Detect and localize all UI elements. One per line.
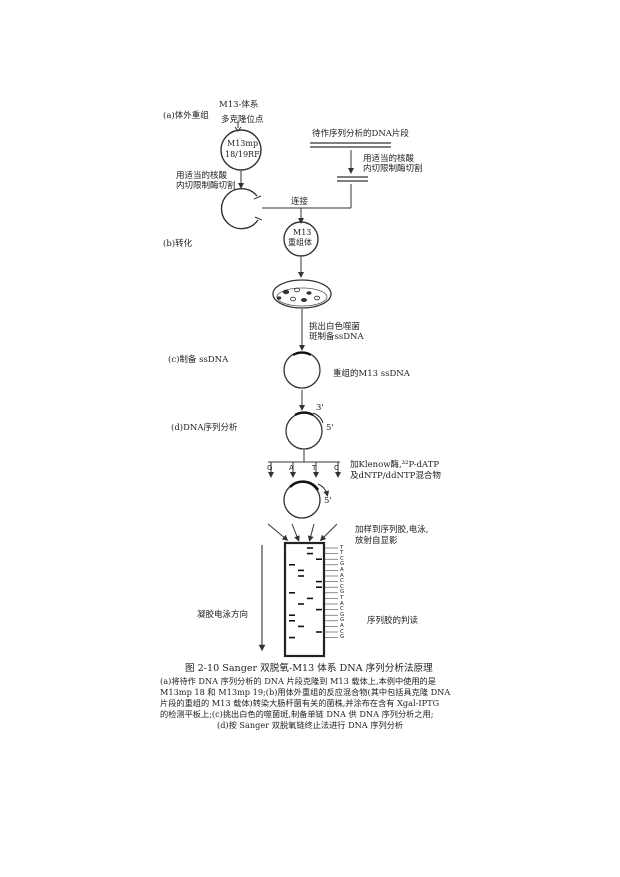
agar-plate bbox=[272, 279, 332, 309]
gel-band bbox=[289, 620, 295, 622]
caption-line-1: (a)将待作 DNA 序列分析的 DNA 片段克隆到 M13 载体上,本例中使用… bbox=[160, 676, 436, 686]
sequence-base: G bbox=[340, 634, 345, 641]
gel-band bbox=[316, 608, 322, 611]
klenow-line2: 及dNTP/ddNTP混合物 bbox=[350, 471, 441, 481]
gel-band bbox=[316, 580, 322, 583]
primer-5-prime-label: 5' bbox=[326, 423, 334, 433]
digest-right-line2: 内切限制酶切割 bbox=[363, 164, 423, 174]
pick-plaque-line1: 挑出白色噬菌 bbox=[309, 322, 361, 332]
sequence-base: G bbox=[340, 561, 345, 568]
step-c-label: (c)制备 ssDNA bbox=[168, 355, 229, 365]
sequence-base: T bbox=[340, 594, 344, 601]
primer-3-prime-label: 3' bbox=[316, 403, 324, 413]
sequence-base: G bbox=[340, 589, 345, 596]
caption-line-4: 的检测平板上;(c)挑出白色的噬菌斑,制备单链 DNA 供 DNA 序列分析之用… bbox=[160, 709, 434, 719]
digest-right-line1: 用适当的核酸 bbox=[363, 154, 415, 164]
gel-tick-lines bbox=[325, 547, 338, 638]
primed-ssdna-circle bbox=[285, 412, 323, 450]
fragment-label: 待作序列分析的DNA片段 bbox=[312, 129, 409, 139]
sequence-base: C bbox=[340, 606, 344, 613]
gel-band bbox=[298, 569, 304, 572]
digest-left-line1: 用适当的核酸 bbox=[176, 171, 228, 181]
caption-line-2: M13mp 18 和 M13mp 19;(b)用体外重组的反应混合物(其中包括具… bbox=[160, 687, 451, 697]
sequence-base: C bbox=[340, 628, 344, 635]
gel-band bbox=[307, 597, 313, 600]
sequencing-gel bbox=[283, 541, 326, 658]
gel-bands bbox=[289, 547, 322, 639]
extension-5-prime-label: 5' bbox=[324, 496, 332, 506]
step-d-label: (d)DNA序列分析 bbox=[171, 423, 238, 433]
gel-band bbox=[316, 631, 322, 633]
caption-line-5: (d)按 Sanger 双脱氧链终止法进行 DNA 序列分析 bbox=[217, 720, 404, 730]
gel-band bbox=[289, 592, 295, 594]
sequence-base: A bbox=[340, 572, 344, 579]
sequence-base: T bbox=[340, 550, 344, 557]
m13-recombinant-circle bbox=[283, 221, 319, 257]
gel-band bbox=[307, 547, 313, 549]
gel-reading-label: 序列胶的判读 bbox=[367, 616, 419, 626]
sequence-base: A bbox=[340, 566, 344, 573]
step-a-label: (a)体外重组 bbox=[163, 111, 209, 121]
vector-name-line2: 18/19RF bbox=[225, 150, 260, 159]
step-b-label: (b)转化 bbox=[163, 239, 193, 249]
digest-left-line2: 内切限制酶切割 bbox=[176, 181, 236, 191]
gel-loading-line1: 加样到序列胶,电泳, bbox=[355, 525, 429, 535]
cut-vector-circle bbox=[220, 187, 259, 230]
klenow-line1: 加Klenow酶,³²P-dATP bbox=[350, 460, 440, 470]
sequence-base: G bbox=[340, 611, 345, 618]
caption-line-3: 片段的重组的 M13 载体)转染大肠杆菌有关的菌株,并涂布在含有 Xgal-IP… bbox=[160, 698, 440, 708]
sequence-base: C bbox=[340, 555, 344, 562]
ligation-label: 连接 bbox=[291, 197, 309, 207]
gel-band bbox=[298, 625, 304, 628]
sequence-base: C bbox=[340, 583, 344, 590]
recombinant-line1: M13 bbox=[293, 228, 312, 237]
ssdna-circle bbox=[283, 351, 321, 389]
gel-band bbox=[316, 586, 322, 588]
m13mp-vector-circle bbox=[220, 129, 262, 171]
recombinant-ssdna-label: 重组的M13 ssDNA bbox=[333, 369, 410, 379]
gel-loading-line2: 放射自显影 bbox=[355, 536, 398, 546]
figure-caption-title: 图 2-10 Sanger 双脱氧-M13 体系 DNA 序列分析法原理 bbox=[185, 663, 433, 674]
lane-label-c: C bbox=[334, 464, 339, 472]
sequence-base: A bbox=[340, 600, 344, 607]
sequence-base: A bbox=[340, 622, 344, 629]
m13-system-title: M13-体系 bbox=[219, 100, 259, 110]
vector-name-line1: M13mp bbox=[227, 139, 259, 148]
electrophoresis-direction-label: 凝胶电泳方向 bbox=[197, 610, 249, 620]
gel-band bbox=[307, 552, 313, 555]
gel-band bbox=[289, 614, 295, 616]
gel-band bbox=[316, 558, 322, 560]
gel-band bbox=[289, 636, 295, 639]
gel-band bbox=[289, 564, 295, 566]
lane-label-t: T bbox=[312, 464, 317, 472]
gel-band bbox=[298, 575, 304, 577]
gel-band bbox=[298, 603, 304, 605]
lane-label-g: G bbox=[267, 464, 273, 472]
sequence-base: T bbox=[340, 544, 344, 551]
mcs-label: 多克隆位点 bbox=[221, 115, 264, 125]
pick-plaque-line2: 斑制备ssDNA bbox=[309, 332, 364, 342]
recombinant-line2: 重组体 bbox=[288, 238, 312, 247]
sequence-base: C bbox=[340, 578, 344, 585]
sequence-base: G bbox=[340, 617, 345, 624]
lane-label-a: A bbox=[289, 464, 294, 472]
